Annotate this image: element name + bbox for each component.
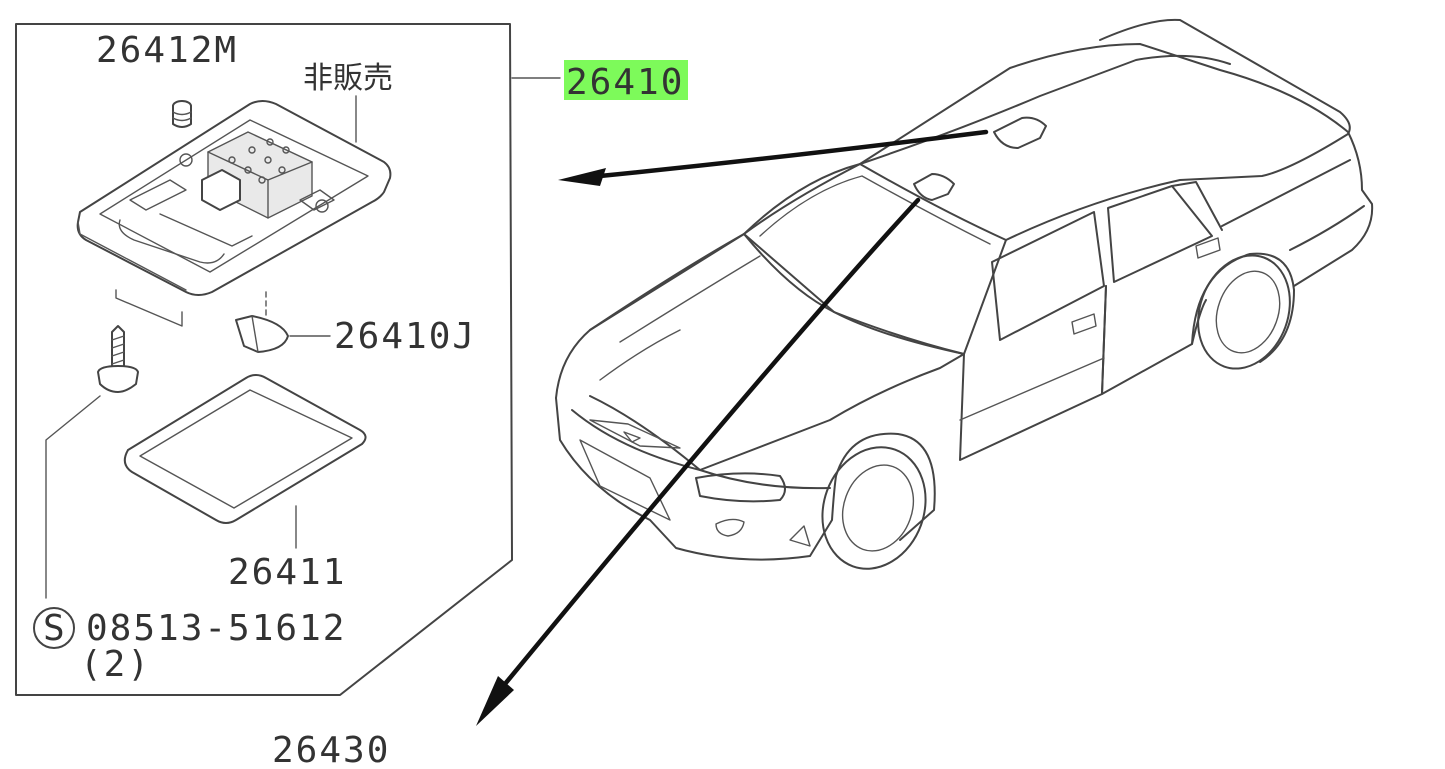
label-26412M: 26412M	[96, 30, 238, 71]
car-illustration	[555, 18, 1374, 570]
bumper-part-26412M	[172, 100, 192, 128]
guide-line-screw	[115, 289, 183, 327]
standard-part-symbol-letter: S	[43, 608, 67, 649]
label-non-sale: 非販売	[303, 61, 393, 96]
label-26430: 26430	[272, 730, 390, 769]
arrow-to-26430	[476, 197, 921, 726]
label-26410: 26410	[566, 62, 684, 103]
exploded-view-frame	[15, 23, 513, 696]
map-lamp-housing	[76, 100, 392, 296]
label-26410J: 26410J	[334, 316, 476, 357]
lens-part-26411	[123, 374, 367, 524]
standard-part-symbol	[33, 607, 75, 649]
label-screw-part-number: 08513-51612	[86, 608, 346, 649]
label-screw-quantity: (2)	[80, 644, 151, 685]
label-26411: 26411	[228, 552, 346, 593]
bulb-part-26410J	[235, 315, 289, 353]
screw-part	[97, 325, 139, 393]
leader-screw	[45, 395, 101, 599]
highlight-26410	[564, 60, 688, 100]
arrow-to-26410	[558, 129, 989, 186]
